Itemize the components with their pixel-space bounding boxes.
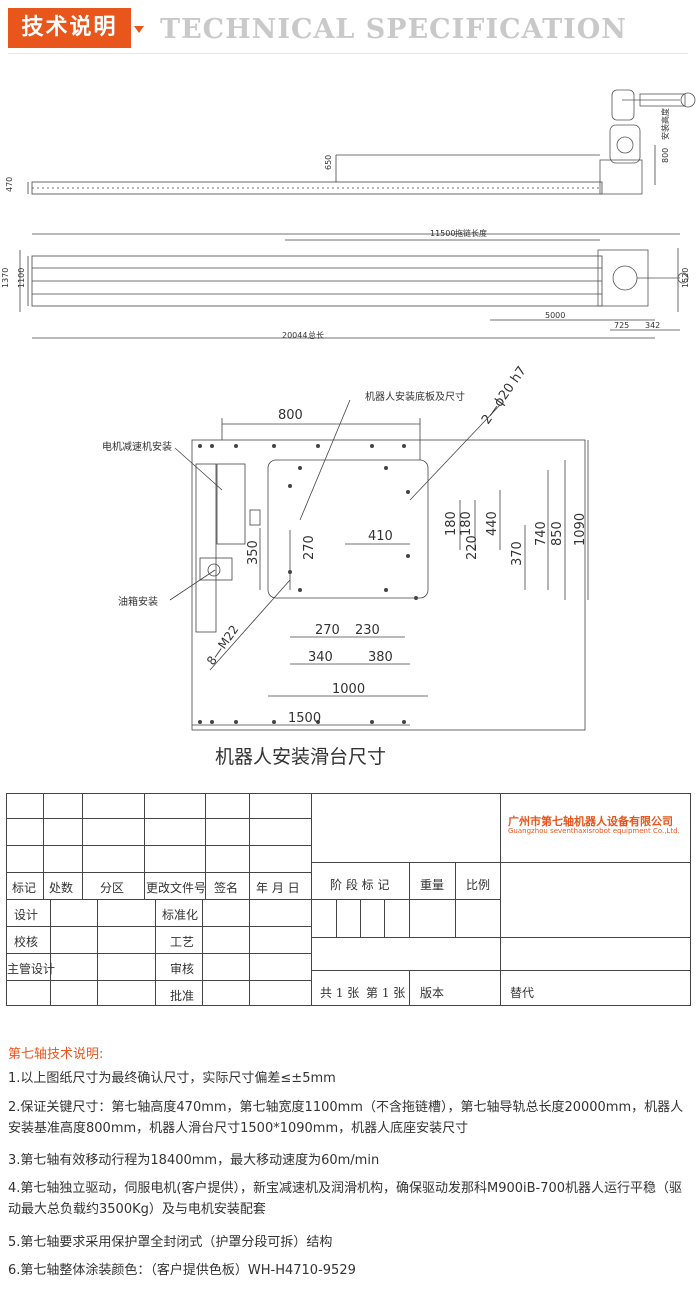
- tb-label-total-sheets: 共 1 张: [320, 986, 360, 1000]
- tb-label-sheet-no: 第 1 张: [366, 986, 406, 1000]
- dim-slide-180a: 180: [444, 511, 459, 536]
- dim-800: 800: [661, 148, 670, 163]
- note-item: 1.以上图纸尺寸为最终确认尺寸，实际尺寸偏差≤±5mm: [8, 1071, 336, 1086]
- label-pin: 2—ϕ20 h7: [479, 364, 530, 428]
- header-divider: [8, 53, 688, 54]
- dim-800-label: 安装高度: [660, 108, 670, 140]
- dim-slide-230: 230: [355, 623, 380, 638]
- dim-slide-410: 410: [368, 529, 393, 544]
- dim-342: 342: [645, 321, 660, 330]
- dim-slide-270v: 270: [302, 535, 317, 560]
- tb-label-version: 版本: [420, 986, 445, 1000]
- notes-title: 第七轴技术说明:: [8, 1047, 104, 1062]
- dim-slide-1000: 1000: [332, 682, 365, 697]
- note-item: 3.第七轴有效移动行程为18400mm，最大移动速度为60m/min: [8, 1153, 380, 1168]
- tb-label-ratio: 比例: [466, 878, 491, 892]
- slide-plate-outline: [191, 439, 586, 731]
- dim-725: 725: [614, 321, 629, 330]
- tb-label-signature: 签名: [214, 881, 239, 895]
- tb-label-standard: 标准化: [162, 908, 199, 922]
- dim-slide-340: 340: [308, 650, 333, 665]
- label-bolt: 8—M22: [204, 623, 241, 668]
- dim-slide-800: 800: [278, 408, 303, 423]
- dim-1520: 1520: [681, 268, 690, 288]
- tb-label-approve: 批准: [170, 989, 195, 1003]
- section-title-badge: 技术说明: [8, 8, 131, 48]
- dim-650: 650: [324, 155, 333, 170]
- robot-side-view: [599, 89, 696, 195]
- dim-slide-1090: 1090: [573, 513, 588, 546]
- technical-drawing: 470 650 800 安装高度 1370 1100 1520 11500 拖链…: [0, 60, 700, 780]
- tb-label-replace: 替代: [510, 986, 535, 1000]
- tb-label-design: 设计: [14, 908, 39, 922]
- dim-5000: 5000: [545, 311, 565, 320]
- mounting-holes: [198, 444, 418, 724]
- dim-slide-350: 350: [246, 540, 261, 565]
- dim-11500-label: 拖链长度: [455, 228, 487, 238]
- note-item: 6.第七轴整体涂装颜色：（客户提供色板）WH-H4710-9529: [8, 1263, 356, 1278]
- tb-label-mark: 标记: [12, 881, 37, 895]
- company-name-cn: 广州市第七轴机器人设备有限公司: [508, 815, 673, 828]
- tb-label-change-doc: 更改文件号: [146, 881, 207, 895]
- note-item: 4.第七轴独立驱动，伺服电机(客户提供），新宝减速机及润滑机构，确保驱动发那科M…: [8, 1181, 683, 1217]
- dim-slide-370: 370: [510, 541, 525, 566]
- tb-label-check: 校核: [14, 935, 39, 949]
- tb-label-review: 审核: [170, 962, 195, 976]
- tb-label-chief-design: 主管设计: [7, 962, 56, 976]
- robot-top-view: [597, 249, 689, 307]
- tb-label-weight: 重量: [420, 878, 445, 892]
- label-oil-box: 油箱安装: [118, 595, 158, 608]
- dim-slide-440: 440: [485, 511, 500, 536]
- tb-label-date: 年 月 日: [256, 881, 300, 895]
- dim-slide-180b: 180: [459, 511, 474, 536]
- section-title-english: TECHNICAL SPECIFICATION: [160, 14, 627, 45]
- dim-slide-220: 220: [465, 535, 480, 560]
- note-item: 2.保证关键尺寸：第七轴高度470mm，第七轴宽度1100mm（不含拖链槽），第…: [8, 1100, 684, 1136]
- label-motor: 电机减速机安装: [102, 440, 172, 453]
- tb-label-zone: 分区: [100, 881, 125, 895]
- tb-label-count: 处数: [49, 881, 74, 895]
- robot-base-plate: [267, 459, 429, 599]
- dim-20044-label: 总长: [308, 330, 324, 340]
- dim-1100: 1100: [17, 268, 26, 288]
- dim-1370: 1370: [1, 268, 10, 288]
- company-name-en: Guangzhou seventhaxisrobot equipment Co.…: [508, 827, 680, 835]
- dim-slide-1500: 1500: [288, 711, 321, 726]
- dim-slide-380: 380: [368, 650, 393, 665]
- tb-label-process: 工艺: [170, 935, 195, 949]
- dim-slide-740: 740: [534, 521, 549, 546]
- dim-20044: 20044: [282, 331, 307, 340]
- dim-slide-850: 850: [550, 521, 565, 546]
- triangle-down-icon: [134, 26, 144, 33]
- tb-label-stage: 阶 段 标 记: [330, 878, 390, 892]
- slide-caption: 机器人安装滑台尺寸: [215, 746, 386, 768]
- dim-11500: 11500: [430, 229, 455, 238]
- dim-470: 470: [5, 177, 14, 192]
- label-base-plate: 机器人安装底板及尺寸: [365, 390, 465, 403]
- dim-slide-270h: 270: [315, 623, 340, 638]
- note-item: 5.第七轴要求采用保护罩全封闭式（护罩分段可拆）结构: [8, 1235, 333, 1250]
